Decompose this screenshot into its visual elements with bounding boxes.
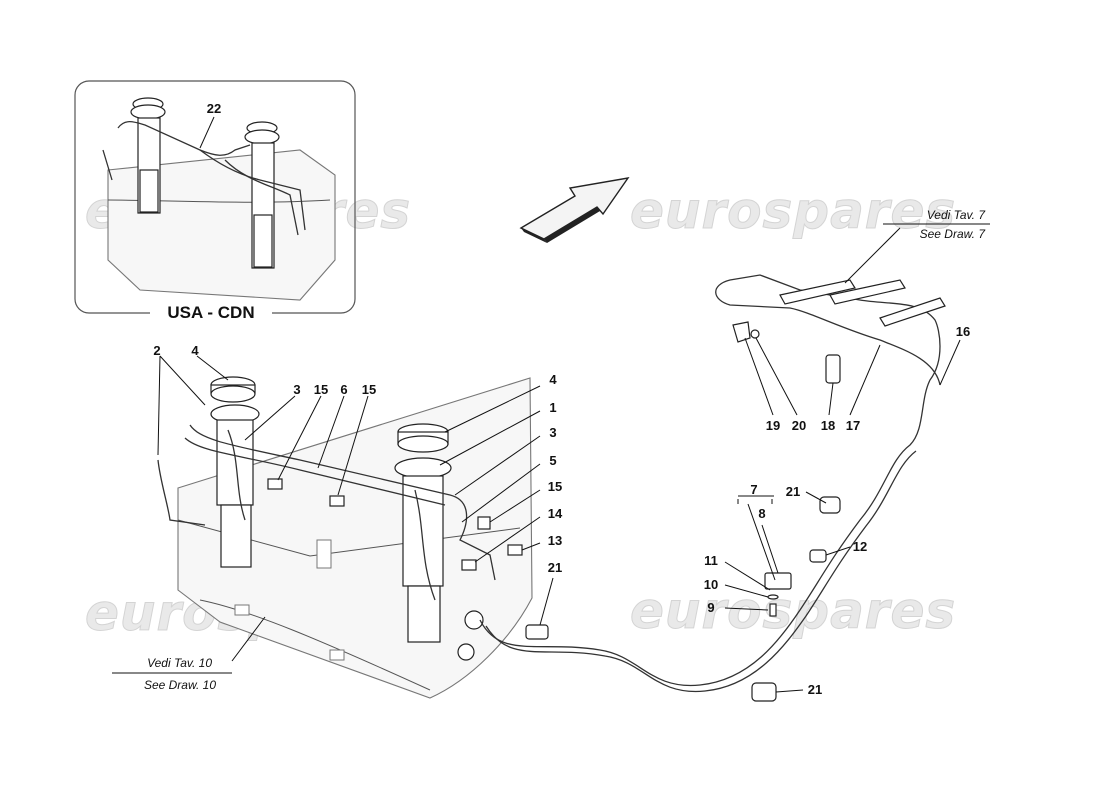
callout-17: 17 xyxy=(846,418,860,433)
inset-pump-right xyxy=(244,121,280,269)
inset-title: USA - CDN xyxy=(167,303,254,322)
clip-15-left xyxy=(267,478,283,490)
nut-20 xyxy=(750,329,760,339)
fitting-12 xyxy=(809,549,827,563)
callout-15-right: 15 xyxy=(548,479,562,494)
fitting-21-bottom xyxy=(751,682,777,702)
callout-4-left: 4 xyxy=(191,343,199,358)
callout-14: 14 xyxy=(548,506,563,521)
callout-12: 12 xyxy=(853,539,867,554)
clip-15-right xyxy=(477,516,491,530)
callout-3-right: 3 xyxy=(549,425,556,440)
watermark-bottom-right: eurospares xyxy=(630,582,956,640)
callout-2: 2 xyxy=(153,343,160,358)
breather-pipe-2 xyxy=(157,459,206,526)
inset-tank xyxy=(107,149,336,301)
group-bracket-7 xyxy=(737,499,773,504)
reference-top-right: Vedi Tav. 7 See Draw. 7 xyxy=(883,208,990,241)
callout-16: 16 xyxy=(956,324,970,339)
callout-1: 1 xyxy=(549,400,556,415)
callout-21-left: 21 xyxy=(548,560,562,575)
inset-pump-left xyxy=(130,97,166,214)
bolt-9 xyxy=(769,603,777,617)
fuel-pump-right xyxy=(394,423,452,643)
callout-11: 11 xyxy=(704,553,718,568)
injector-rail-left xyxy=(779,279,906,305)
callout-22: 22 xyxy=(207,101,221,116)
callout-9: 9 xyxy=(707,600,714,615)
watermark-top-right: eurospares xyxy=(630,182,956,240)
callout-6: 6 xyxy=(340,382,347,397)
callout-15-left: 15 xyxy=(314,382,328,397)
fuel-line-main xyxy=(479,274,941,687)
inset-panel: USA - CDN 22 xyxy=(74,80,356,324)
leader-lines xyxy=(157,227,961,693)
hose-clamp xyxy=(464,610,484,630)
callout-10: 10 xyxy=(704,577,718,592)
reference-top-line1: Vedi Tav. 7 xyxy=(927,208,987,222)
reference-bottom-line2: See Draw. 10 xyxy=(144,678,216,692)
connector-13 xyxy=(507,544,523,556)
callout-3-left: 3 xyxy=(293,382,300,397)
bracket-19 xyxy=(732,321,751,343)
connector-14 xyxy=(461,559,477,571)
callout-20: 20 xyxy=(792,418,806,433)
fitting-21-top xyxy=(819,496,841,514)
callout-4-right: 4 xyxy=(549,372,557,387)
callout-13: 13 xyxy=(548,533,562,548)
callout-15-mid: 15 xyxy=(362,382,376,397)
fuel-pump-left xyxy=(210,376,260,568)
bracket-18 xyxy=(825,354,841,384)
reference-bottom-line1: Vedi Tav. 10 xyxy=(147,656,212,670)
reference-bottom-left: Vedi Tav. 10 See Draw. 10 xyxy=(112,656,232,692)
callouts: 2 4 3 15 6 15 4 1 3 5 15 14 13 21 7 8 11… xyxy=(153,324,970,697)
callout-7: 7 xyxy=(750,482,757,497)
callout-5: 5 xyxy=(549,453,556,468)
clip-15-mid xyxy=(329,495,345,507)
fuel-pipe-6 xyxy=(189,424,496,581)
injector-rail-right xyxy=(879,297,946,327)
direction-arrow xyxy=(519,177,630,243)
callout-21-bottom: 21 xyxy=(808,682,822,697)
washer-10 xyxy=(767,594,779,600)
callout-18: 18 xyxy=(821,418,835,433)
pressure-sensor-8 xyxy=(764,572,792,590)
callout-19: 19 xyxy=(766,418,780,433)
callout-8: 8 xyxy=(758,506,765,521)
fitting-21-left xyxy=(525,624,549,640)
callout-21-top: 21 xyxy=(786,484,800,499)
reference-top-line2: See Draw. 7 xyxy=(920,227,987,241)
